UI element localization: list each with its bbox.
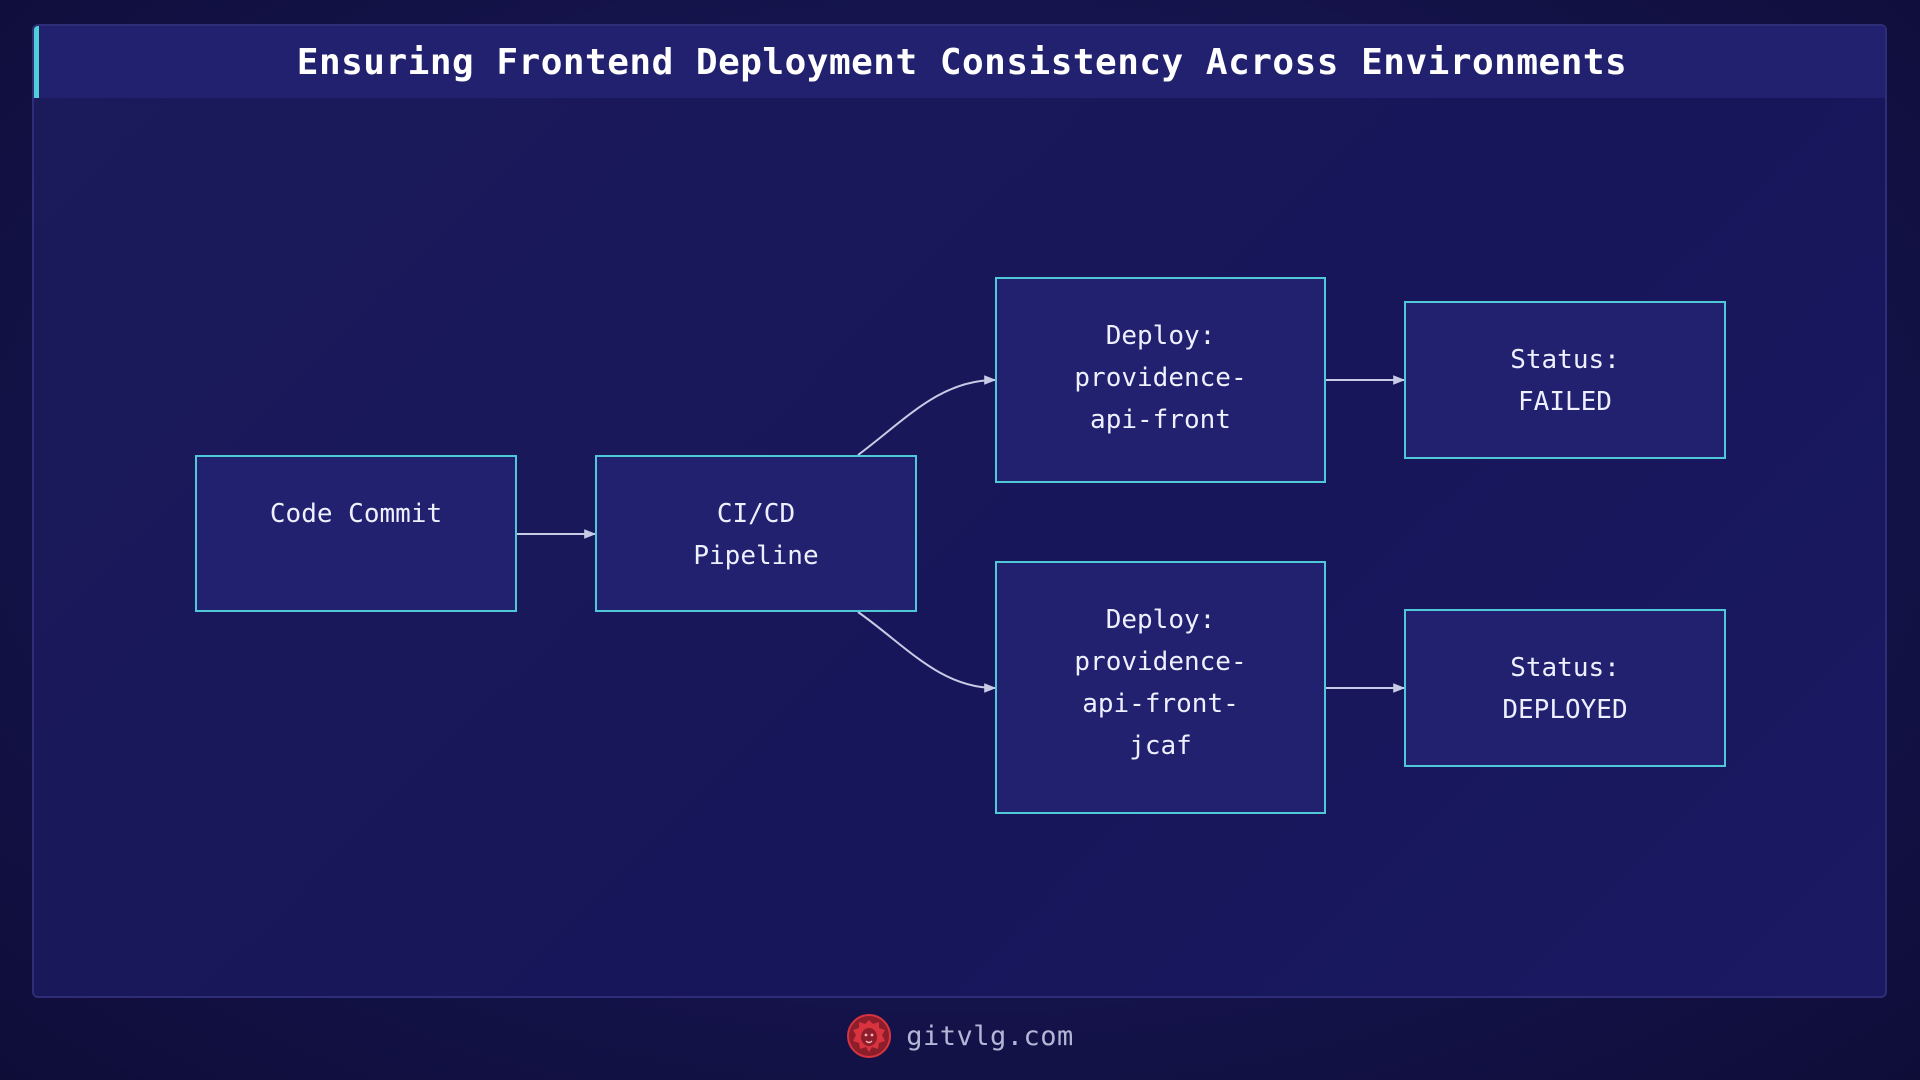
node-status-deployed-label: Status: DEPLOYED — [1502, 653, 1628, 725]
edge-pipeline-to-deploy-front — [857, 375, 997, 456]
node-status-failed-label: Status: FAILED — [1510, 345, 1620, 417]
node-status-failed: Status: FAILED — [1404, 301, 1726, 459]
node-deploy-providence-api-front: Deploy: providence- api-front — [995, 277, 1326, 483]
node-deploy-providence-api-front-jcaf-label: Deploy: providence- api-front- jcaf — [1074, 605, 1247, 761]
node-code-commit-label: Code Commit — [269, 499, 443, 529]
edge-pipeline-to-deploy-jcaf — [857, 611, 997, 693]
node-ci-cd-pipeline-label: CI/CD Pipeline — [693, 499, 819, 571]
node-status-deployed: Status: DEPLOYED — [1404, 609, 1726, 767]
node-code-commit: Code Commit — [195, 455, 517, 612]
node-deploy-providence-api-front-label: Deploy: providence- api-front — [1074, 321, 1247, 435]
node-ci-cd-pipeline: CI/CD Pipeline — [595, 455, 917, 612]
lion-head-icon — [847, 1014, 892, 1058]
footer: gitvlg.com — [0, 1008, 1920, 1064]
diagram-title: Ensuring Frontend Deployment Consistency… — [296, 41, 1628, 83]
title-bar: Ensuring Frontend Deployment Consistency… — [34, 26, 1885, 98]
footer-brand[interactable]: gitvlg.com — [906, 1020, 1074, 1052]
node-deploy-providence-api-front-jcaf: Deploy: providence- api-front- jcaf — [995, 561, 1326, 814]
